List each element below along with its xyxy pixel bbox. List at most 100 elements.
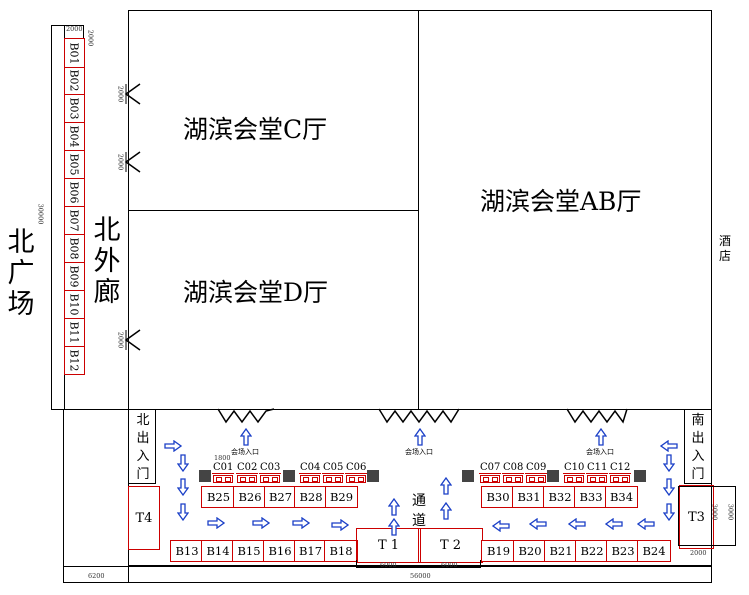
flow-arrow-down-4 <box>663 454 675 472</box>
south-exit-box <box>684 409 712 484</box>
bottom-left-dim: 6200 <box>88 572 105 580</box>
booth-b29[interactable]: B29 <box>325 486 358 508</box>
booth-b26[interactable]: B26 <box>233 486 267 508</box>
entrance-arrow-3 <box>595 428 607 446</box>
c01-dim: 1800 <box>214 454 231 462</box>
entrance-arrow-2 <box>414 428 426 446</box>
booth-b23[interactable]: B23 <box>606 540 640 562</box>
booth-b11[interactable]: B11 <box>64 318 85 347</box>
south-exit-label: 南出入门 <box>691 413 705 482</box>
booth-b19[interactable]: B19 <box>481 540 516 562</box>
flow-arrow-down-6 <box>663 503 675 521</box>
booth-c07[interactable]: C07 <box>479 462 502 483</box>
north-exit-label: 北出入门 <box>136 413 150 482</box>
booth-b32[interactable]: B32 <box>543 486 577 508</box>
booth-c05[interactable]: C05 <box>322 462 345 483</box>
pillar-1 <box>199 470 211 482</box>
booth-b03[interactable]: B03 <box>64 94 85 123</box>
hall-ab <box>418 10 712 410</box>
booth-b02[interactable]: B02 <box>64 66 85 95</box>
door-symbol-center <box>378 408 460 424</box>
flow-arrow-down-2 <box>177 478 189 496</box>
north-corridor-outline <box>63 409 129 583</box>
flow-arrow-left-6 <box>660 440 678 452</box>
bottom-dim-line <box>63 566 712 583</box>
booth-b33[interactable]: B33 <box>574 486 608 508</box>
booth-b10[interactable]: B10 <box>64 290 85 319</box>
t3-height-dim-2: 3000 <box>726 503 735 521</box>
door-symbol-2 <box>124 151 141 173</box>
booth-b20[interactable]: B20 <box>513 540 547 562</box>
t3-outline <box>678 486 736 546</box>
flow-arrow-left-2 <box>529 518 547 530</box>
entrance-label-2: 会场入口 <box>405 448 433 456</box>
booth-t1[interactable]: T 1 <box>356 528 421 563</box>
booth-b08[interactable]: B08 <box>64 234 85 263</box>
booth-b31[interactable]: B31 <box>512 486 546 508</box>
booth-c10[interactable]: C10 <box>563 462 586 483</box>
booth-t2[interactable]: T 2 <box>418 528 483 563</box>
flow-arrow-left-3 <box>568 518 586 530</box>
pillar-2 <box>283 470 295 482</box>
booth-b16[interactable]: B16 <box>263 540 297 562</box>
booth-b22[interactable]: B22 <box>575 540 609 562</box>
booth-c08[interactable]: C08 <box>502 462 525 483</box>
booth-b34[interactable]: B34 <box>605 486 638 508</box>
entrance-label-3: 会场入口 <box>586 448 614 456</box>
door-dim-1: 2000 <box>116 85 125 103</box>
booth-c06[interactable]: C06 <box>345 462 368 483</box>
hall-d-label: 湖滨会堂D厅 <box>183 278 329 307</box>
door-symbol-ab-hall <box>566 408 628 424</box>
booth-b01[interactable]: B01 <box>64 38 85 68</box>
pillar-6 <box>634 470 646 482</box>
flow-arrow-right-2 <box>207 517 225 529</box>
t2-width-dim: 6000 <box>441 561 458 569</box>
booth-t3[interactable]: T3 <box>679 485 714 549</box>
booth-c03[interactable]: C03 <box>259 462 282 483</box>
booth-b15[interactable]: B15 <box>232 540 266 562</box>
booth-c11[interactable]: C11 <box>586 462 609 483</box>
booth-b24[interactable]: B24 <box>637 540 671 562</box>
booth-b12[interactable]: B12 <box>64 346 85 375</box>
booth-c02[interactable]: C02 <box>236 462 259 483</box>
booth-c12[interactable]: C12 <box>609 462 632 483</box>
booth-b21[interactable]: B21 <box>544 540 578 562</box>
booth-b13[interactable]: B13 <box>170 540 204 562</box>
top-dim: 2000 <box>66 25 83 33</box>
north-corridor-label: 北外廊 <box>93 215 121 308</box>
booth-b07[interactable]: B07 <box>64 206 85 235</box>
door-symbol-1 <box>124 83 141 105</box>
hall-d <box>128 210 419 410</box>
booth-b25[interactable]: B25 <box>201 486 236 508</box>
entrance-arrow-1 <box>240 428 252 446</box>
booth-b05[interactable]: B05 <box>64 150 85 179</box>
column-length-dim: 30000 <box>36 203 45 225</box>
booth-b18[interactable]: B18 <box>324 540 358 562</box>
booth-b14[interactable]: B14 <box>201 540 235 562</box>
booth-t4[interactable]: T4 <box>128 486 160 550</box>
flow-arrow-up-1 <box>388 498 400 516</box>
booth-c01[interactable]: C01 <box>212 462 235 483</box>
booth-b06[interactable]: B06 <box>64 178 85 207</box>
booth-b17[interactable]: B17 <box>294 540 327 562</box>
hall-ab-label: 湖滨会堂AB厅 <box>480 187 642 216</box>
pillar-3 <box>367 470 379 482</box>
booth-column-frame <box>51 25 65 410</box>
t1-width-dim: 6000 <box>380 561 397 569</box>
flow-arrow-down-1 <box>177 454 189 472</box>
booth-b30[interactable]: B30 <box>481 486 515 508</box>
north-square-label: 北广场 <box>7 227 35 320</box>
flow-arrow-up-4 <box>440 502 452 520</box>
north-exit-box <box>128 409 156 484</box>
booth-c04[interactable]: C04 <box>299 462 322 483</box>
flow-arrow-right-4 <box>292 517 310 529</box>
booth-b28[interactable]: B28 <box>294 486 328 508</box>
flow-arrow-up-2 <box>388 518 400 536</box>
hotel-label: 酒店 <box>718 234 731 263</box>
booth-b27[interactable]: B27 <box>264 486 297 508</box>
hall-c-label: 湖滨会堂C厅 <box>183 115 328 144</box>
booth-b09[interactable]: B09 <box>64 262 85 291</box>
booth-c09[interactable]: C09 <box>525 462 548 483</box>
booth-b04[interactable]: B04 <box>64 122 85 151</box>
pillar-5 <box>547 470 559 482</box>
